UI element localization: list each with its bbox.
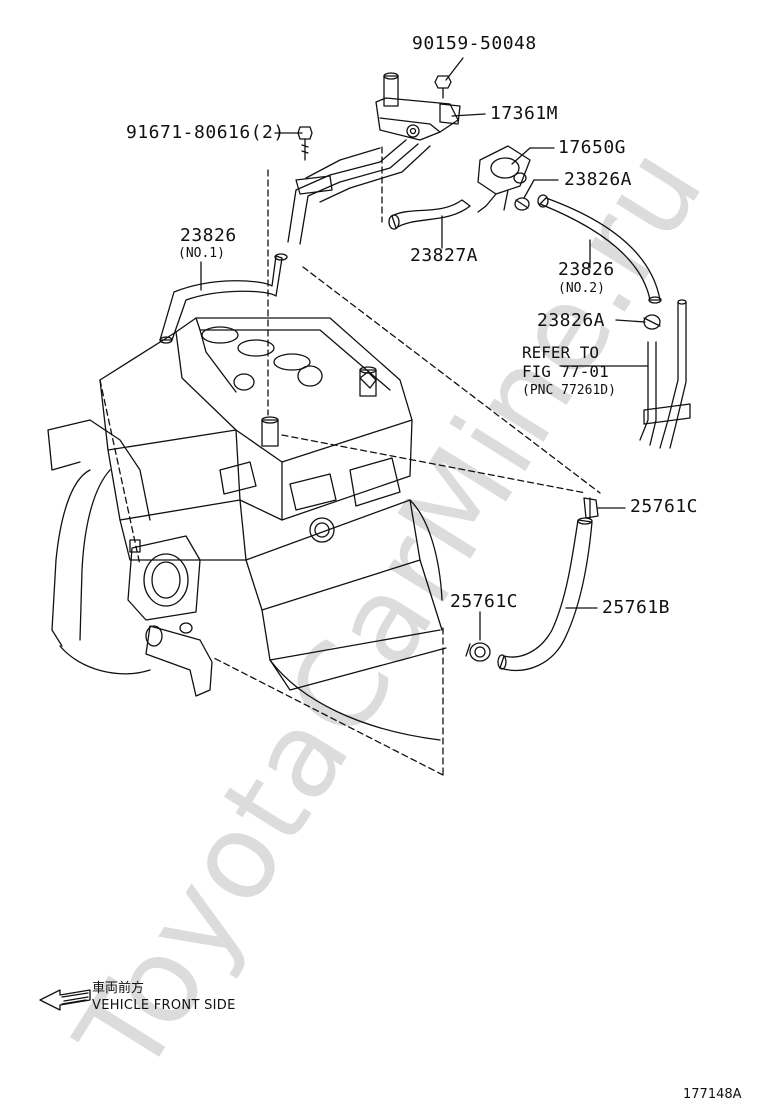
clip-25761C-left [465,642,491,662]
part-label-91671-80616[interactable]: 91671-80616(2) [126,122,285,143]
bracket-assembly [287,72,461,245]
reference-line-3: (PNC 77261D) [522,383,616,398]
vehicle-front-en: VEHICLE FRONT SIDE [92,998,236,1013]
part-sublabel-no1: (NO.1) [178,246,225,261]
hose-23826-no1 [159,253,288,344]
engine-block [47,317,447,741]
left-arrow-icon [39,989,91,1011]
reference-note: REFER TO FIG 77-01 (PNC 77261D) [522,343,616,400]
part-label-25761C-left[interactable]: 25761C [450,591,519,612]
dashed-lines [99,146,601,776]
part-label-17650G[interactable]: 17650G [558,137,627,158]
part-label-17361M[interactable]: 17361M [490,103,559,124]
figure-id: 177148A [683,1087,742,1102]
reference-line-2[interactable]: FIG 77-01 [522,362,609,381]
leader-lines [200,57,646,641]
part-label-23826A-top[interactable]: 23826A [564,169,633,190]
part-label-23826-no2[interactable]: 23826 [558,259,615,280]
clip-23826A-mid [643,314,661,330]
hose-25761B [497,517,593,672]
part-sublabel-no2: (NO.2) [558,281,605,296]
clip-23826A-top [514,197,530,211]
hose-23827A [388,199,471,230]
hose-23826-no2 [537,194,662,304]
reference-line-1: REFER TO [522,343,600,362]
part-label-23827A[interactable]: 23827A [410,245,479,266]
clip-25761C-right [583,497,599,519]
vacuum-valve [477,145,531,213]
part-label-23826-no1[interactable]: 23826 [180,225,237,246]
reference-pipes [559,299,691,449]
part-label-25761B[interactable]: 25761B [602,597,671,618]
part-label-23826A-mid[interactable]: 23826A [537,310,606,331]
part-label-25761C-right[interactable]: 25761C [630,496,699,517]
part-label-90159-50048[interactable]: 90159-50048 [412,33,537,54]
vehicle-front-jp: 車両前方 [92,981,145,996]
